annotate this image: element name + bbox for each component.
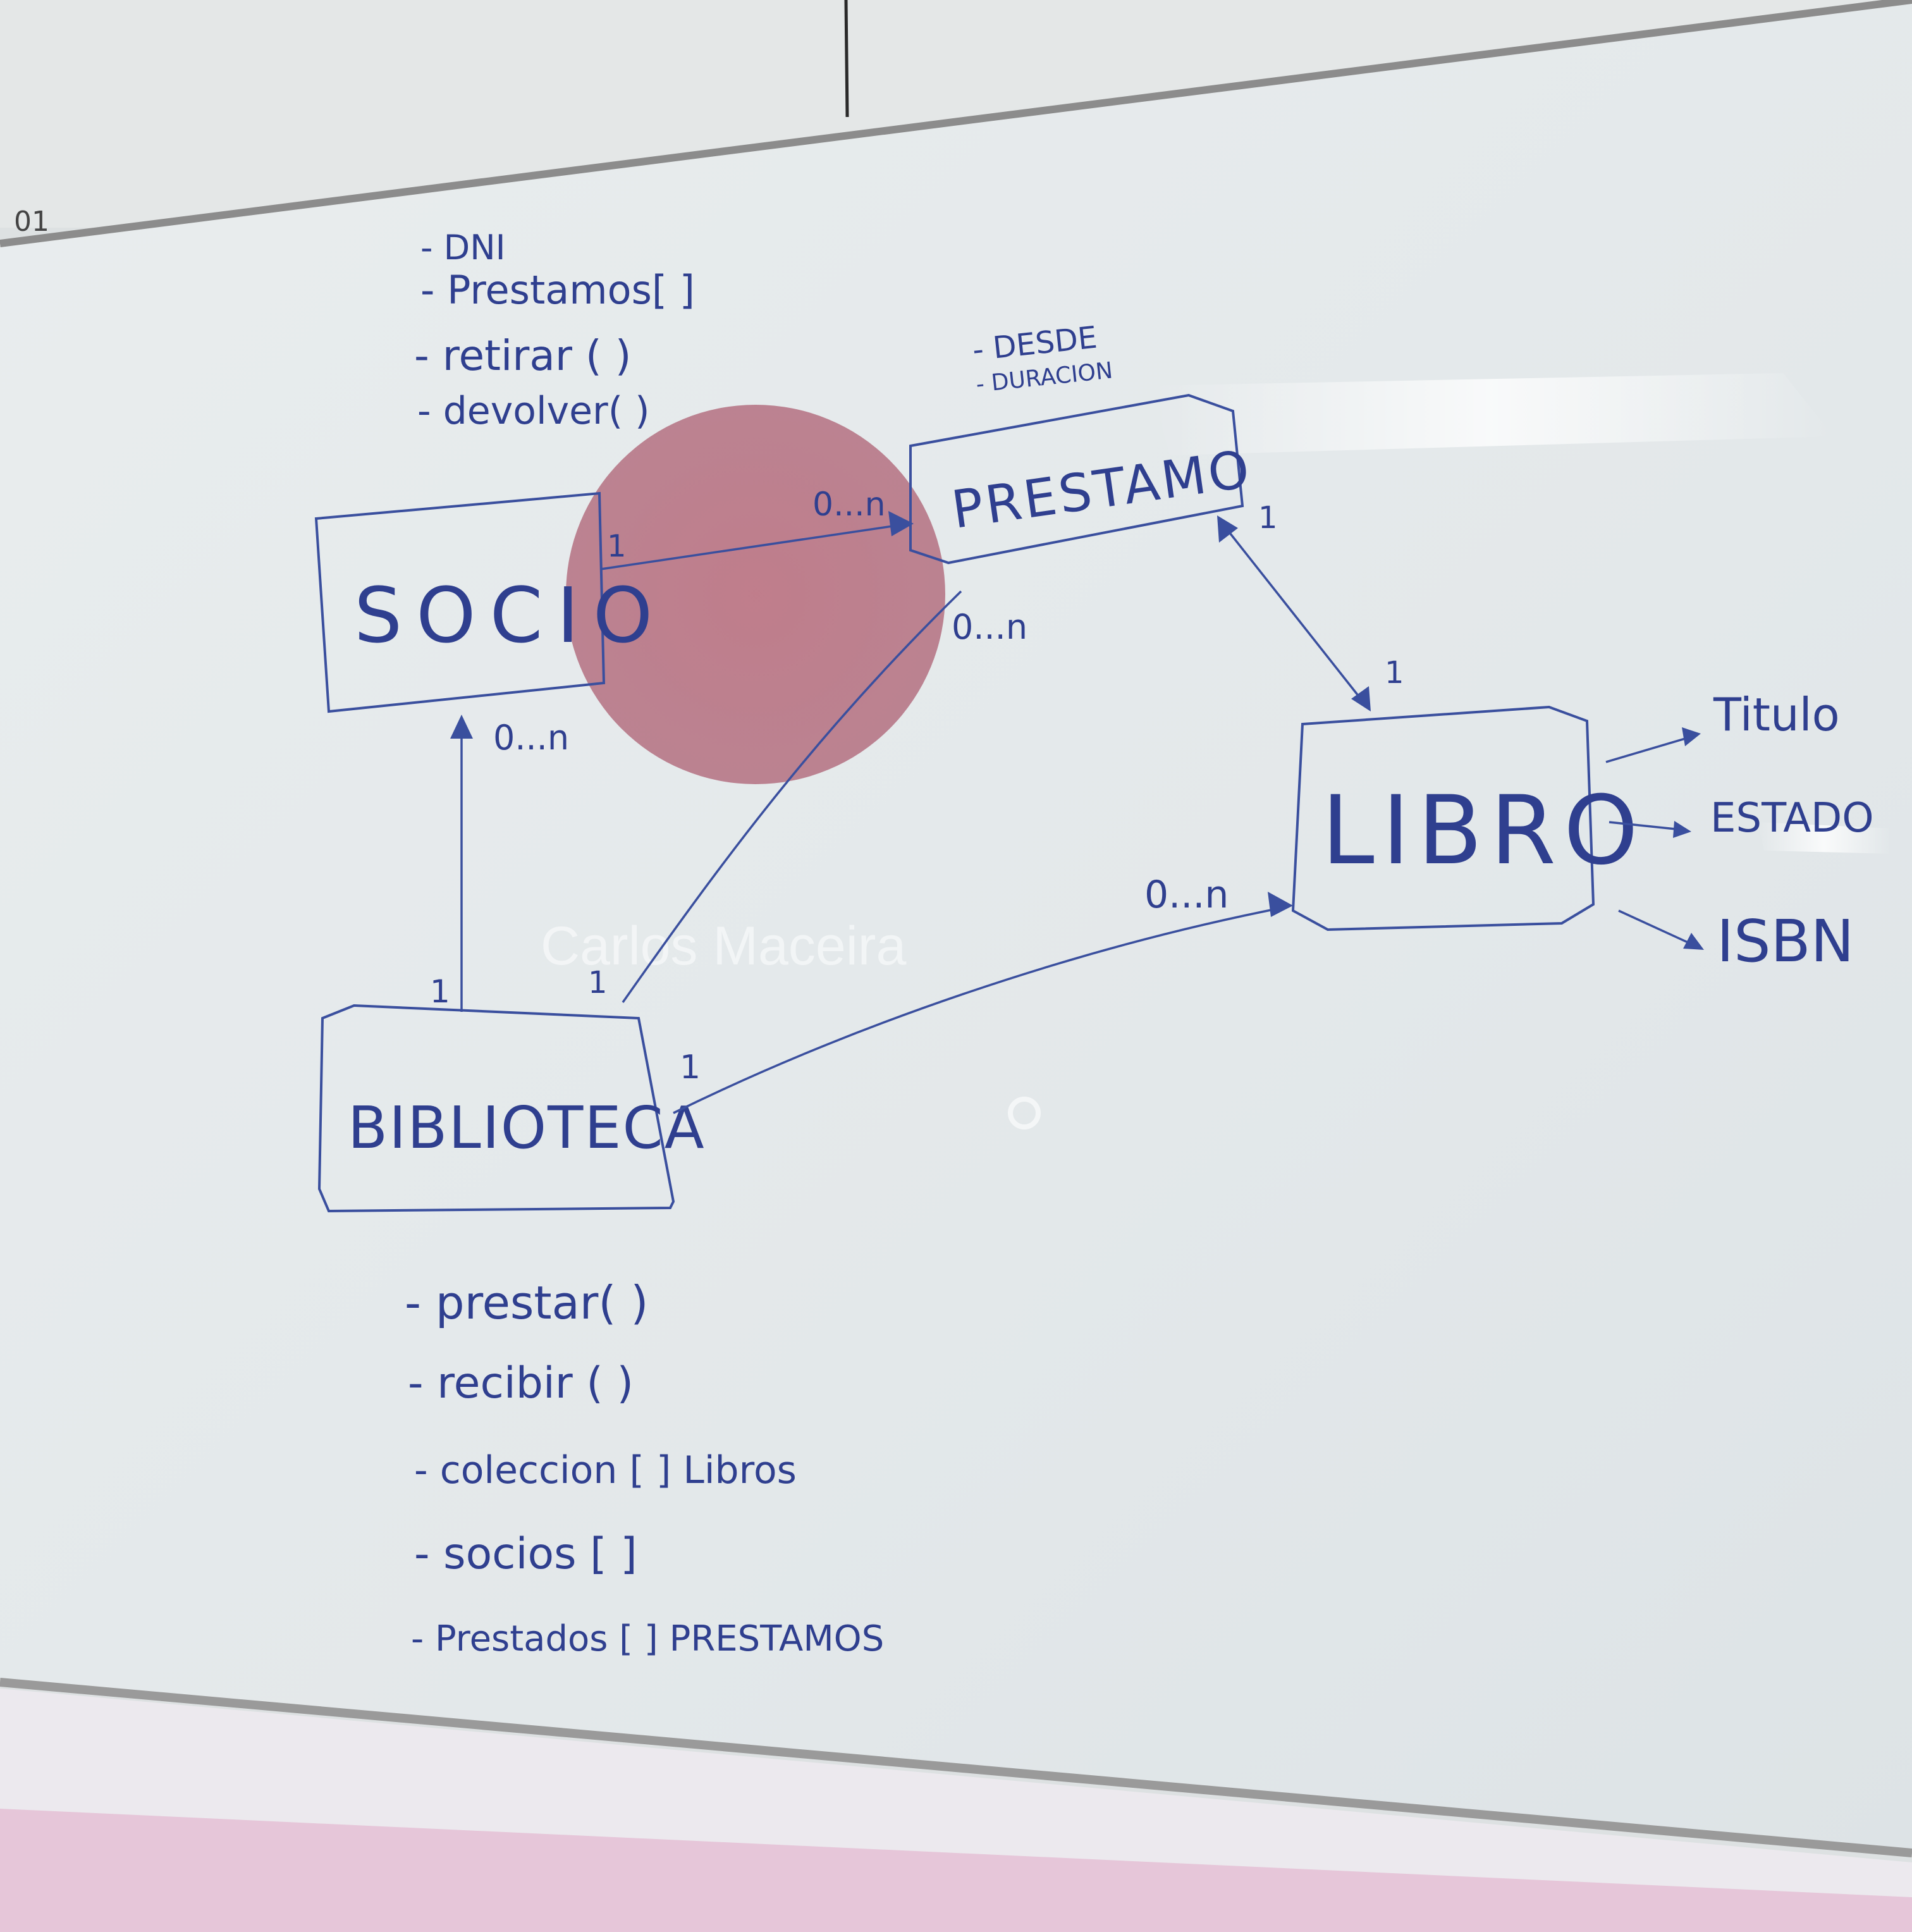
mult-prestamo-libro-from: 1 xyxy=(1258,500,1278,536)
mult-biblioteca-libro-to: 0...n xyxy=(1144,873,1229,917)
biblioteca-member-5: - Prestados [ ] PRESTAMOS xyxy=(411,1618,884,1659)
whiteboard xyxy=(0,0,1912,1853)
assoc-biblioteca-socio: 1 0...n xyxy=(430,715,569,1012)
libro-attr-arrow-1-head xyxy=(1682,727,1701,746)
libro-attr-2: ESTADO xyxy=(1710,795,1874,842)
assoc-socio-prestamo-line xyxy=(600,524,902,570)
mult-biblioteca-socio-from: 1 xyxy=(430,973,450,1010)
socio-members: - DNI - Prestamos[ ] - retirar ( ) - dev… xyxy=(414,228,695,433)
mult-biblioteca-libro-from: 1 xyxy=(680,1049,701,1086)
biblioteca-member-2: - recibir ( ) xyxy=(408,1358,634,1408)
class-biblioteca: BIBLIOTECA xyxy=(317,1004,706,1213)
cable xyxy=(844,0,849,118)
board-frame-top xyxy=(0,0,1912,247)
socio-member-2: - Prestamos[ ] xyxy=(420,267,695,313)
biblioteca-name: BIBLIOTECA xyxy=(348,1094,706,1162)
assoc-biblioteca-prestamo-line xyxy=(622,590,962,1004)
libro-name: LIBRO xyxy=(1321,776,1646,886)
libro-attr-arrow-2-head xyxy=(1673,821,1691,838)
biblioteca-member-4: - socios [ ] xyxy=(414,1529,637,1579)
biblioteca-member-1: - prestar( ) xyxy=(405,1276,648,1329)
assoc-prestamo-libro-line xyxy=(1222,524,1367,706)
class-socio: SOCIO xyxy=(314,491,666,713)
biblioteca-box xyxy=(317,1004,675,1213)
libro-box xyxy=(1291,705,1595,932)
assoc-prestamo-libro-arrowhead-bottom xyxy=(1351,686,1371,711)
projection-gear-icon xyxy=(1008,1097,1041,1129)
mult-socio-prestamo-to: 0...n xyxy=(812,486,886,524)
prestamo-box xyxy=(909,393,1244,565)
assoc-socio-prestamo: 1 0...n xyxy=(600,486,914,570)
libro-attr-3: ISBN xyxy=(1717,908,1854,975)
board-corner-mark: 01 xyxy=(14,206,49,238)
glare-reflection-small xyxy=(1758,822,1891,854)
assoc-biblioteca-libro: 1 0...n xyxy=(673,873,1293,1114)
biblioteca-member-3: - coleccion [ ] Libros xyxy=(414,1448,797,1492)
class-libro: LIBRO xyxy=(1291,705,1646,932)
socio-member-3: - retirar ( ) xyxy=(414,331,631,380)
assoc-socio-prestamo-arrowhead xyxy=(888,511,914,536)
socio-member-1: - DNI xyxy=(420,228,506,268)
assoc-prestamo-libro-arrowhead-top xyxy=(1217,515,1238,543)
libro-attr-arrow-3 xyxy=(1618,909,1695,947)
assoc-biblioteca-libro-line xyxy=(673,906,1284,1114)
lower-wall-pink xyxy=(0,1809,1912,1932)
board-frame-bottom xyxy=(0,1678,1912,1857)
libro-attr-arrow-1 xyxy=(1605,735,1692,763)
glare-reflection xyxy=(1151,373,1834,455)
biblioteca-members: - prestar( ) - recibir ( ) - coleccion [… xyxy=(405,1276,884,1659)
assoc-biblioteca-socio-arrowhead xyxy=(450,715,473,739)
mult-prestamo-libro-to: 1 xyxy=(1385,655,1404,691)
socio-box xyxy=(314,491,606,713)
socio-name: SOCIO xyxy=(354,572,666,660)
libro-attr-arrow-3-head xyxy=(1683,933,1704,950)
libro-attributes: Titulo ESTADO ISBN xyxy=(1605,688,1874,975)
mult-socio-prestamo-from: 1 xyxy=(607,529,627,564)
libro-attr-1: Titulo xyxy=(1713,688,1840,741)
socio-member-4: - devolver( ) xyxy=(417,389,650,433)
assoc-prestamo-libro: 1 1 xyxy=(1217,500,1404,711)
mult-biblioteca-socio-to: 0...n xyxy=(493,718,569,758)
assoc-biblioteca-libro-arrowhead xyxy=(1268,892,1293,917)
projection-name: Carlos Maceira xyxy=(541,916,906,976)
mult-biblioteca-prestamo-to: 0...n xyxy=(952,607,1027,647)
mult-biblioteca-prestamo-from: 1 xyxy=(588,965,608,1000)
projection-circle xyxy=(566,405,945,784)
libro-attr-arrow-2 xyxy=(1609,821,1682,831)
assoc-biblioteca-prestamo: 1 0...n xyxy=(588,590,1027,1004)
